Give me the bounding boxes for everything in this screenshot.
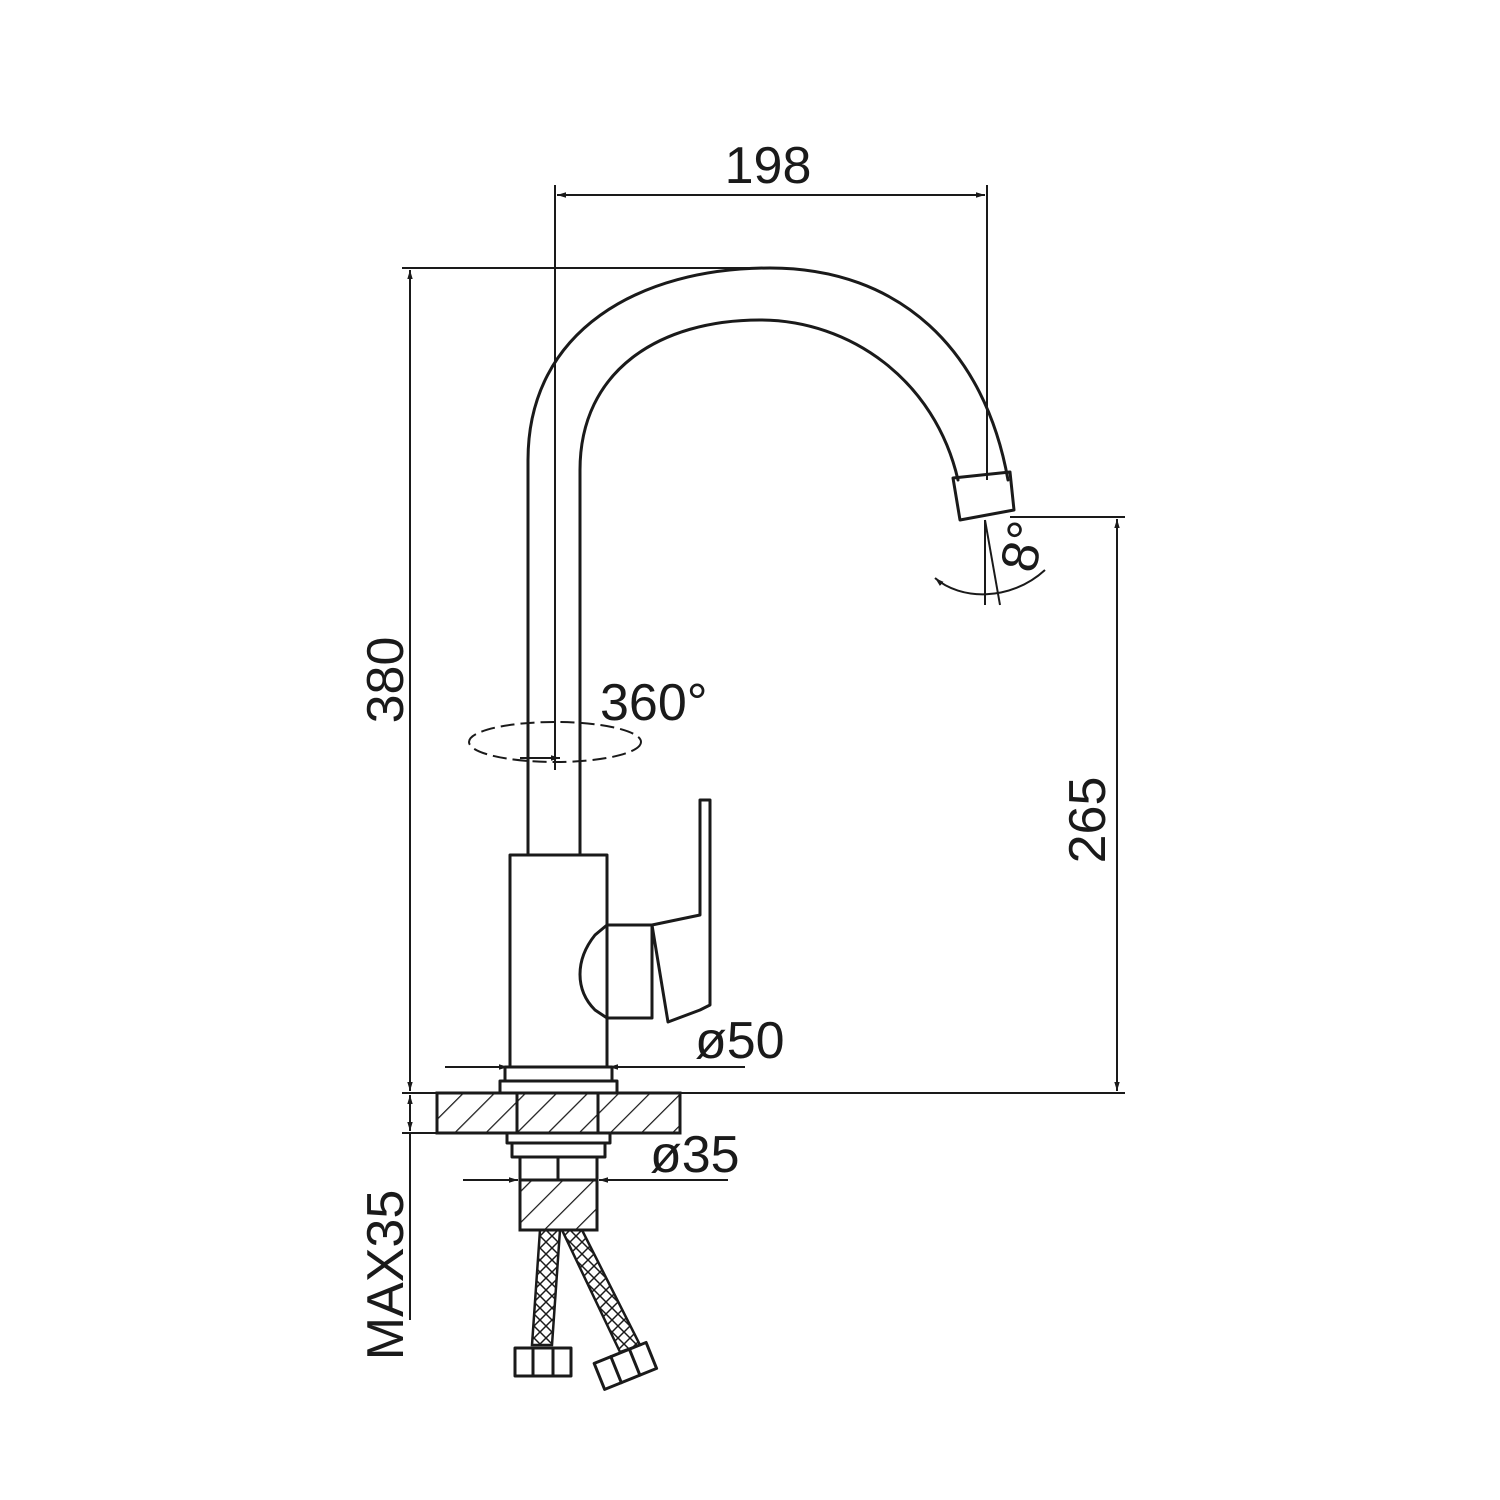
deck-thickness-label: MAX35 — [357, 1190, 415, 1361]
spout-inner-edge — [578, 318, 960, 857]
hose-fitting-left — [513, 1346, 573, 1378]
outlet-angle-label: 8° — [990, 516, 1057, 577]
reach-label: 198 — [725, 137, 812, 195]
outlet-angle-line-b — [984, 519, 1001, 606]
swivel-rotation-label: 360° — [600, 674, 708, 732]
outlet-height-label: 265 — [1059, 777, 1117, 864]
hose-fitting-right-lines — [609, 1347, 642, 1385]
shank-through-deck — [515, 1091, 600, 1135]
mounting-nut — [518, 1155, 599, 1182]
shank-ring-2 — [510, 1141, 607, 1159]
hose-left — [530, 1228, 562, 1347]
countertop-section — [435, 1091, 682, 1391]
countertop-left — [435, 1091, 519, 1135]
hose-fitting-left-lines — [531, 1346, 555, 1378]
body-diameter-label: ø50 — [695, 1012, 785, 1070]
total-height-label: 380 — [357, 637, 415, 724]
aerator — [951, 470, 1016, 522]
hose-fitting-right — [592, 1340, 659, 1391]
shank-diameter-label: ø35 — [650, 1126, 740, 1184]
body-base-ring — [503, 1065, 614, 1083]
mounting-shank — [518, 1178, 599, 1232]
spout-outer-edge — [526, 266, 1010, 857]
countertop-right — [596, 1091, 682, 1135]
hose-right — [560, 1228, 642, 1354]
body-base-plate — [498, 1079, 619, 1095]
handle-hub — [578, 923, 654, 1020]
handle-lever — [650, 798, 712, 1024]
outlet-angle-arc — [934, 569, 1046, 596]
dimension-lines — [402, 185, 1125, 1320]
faucet-body — [508, 853, 609, 1069]
